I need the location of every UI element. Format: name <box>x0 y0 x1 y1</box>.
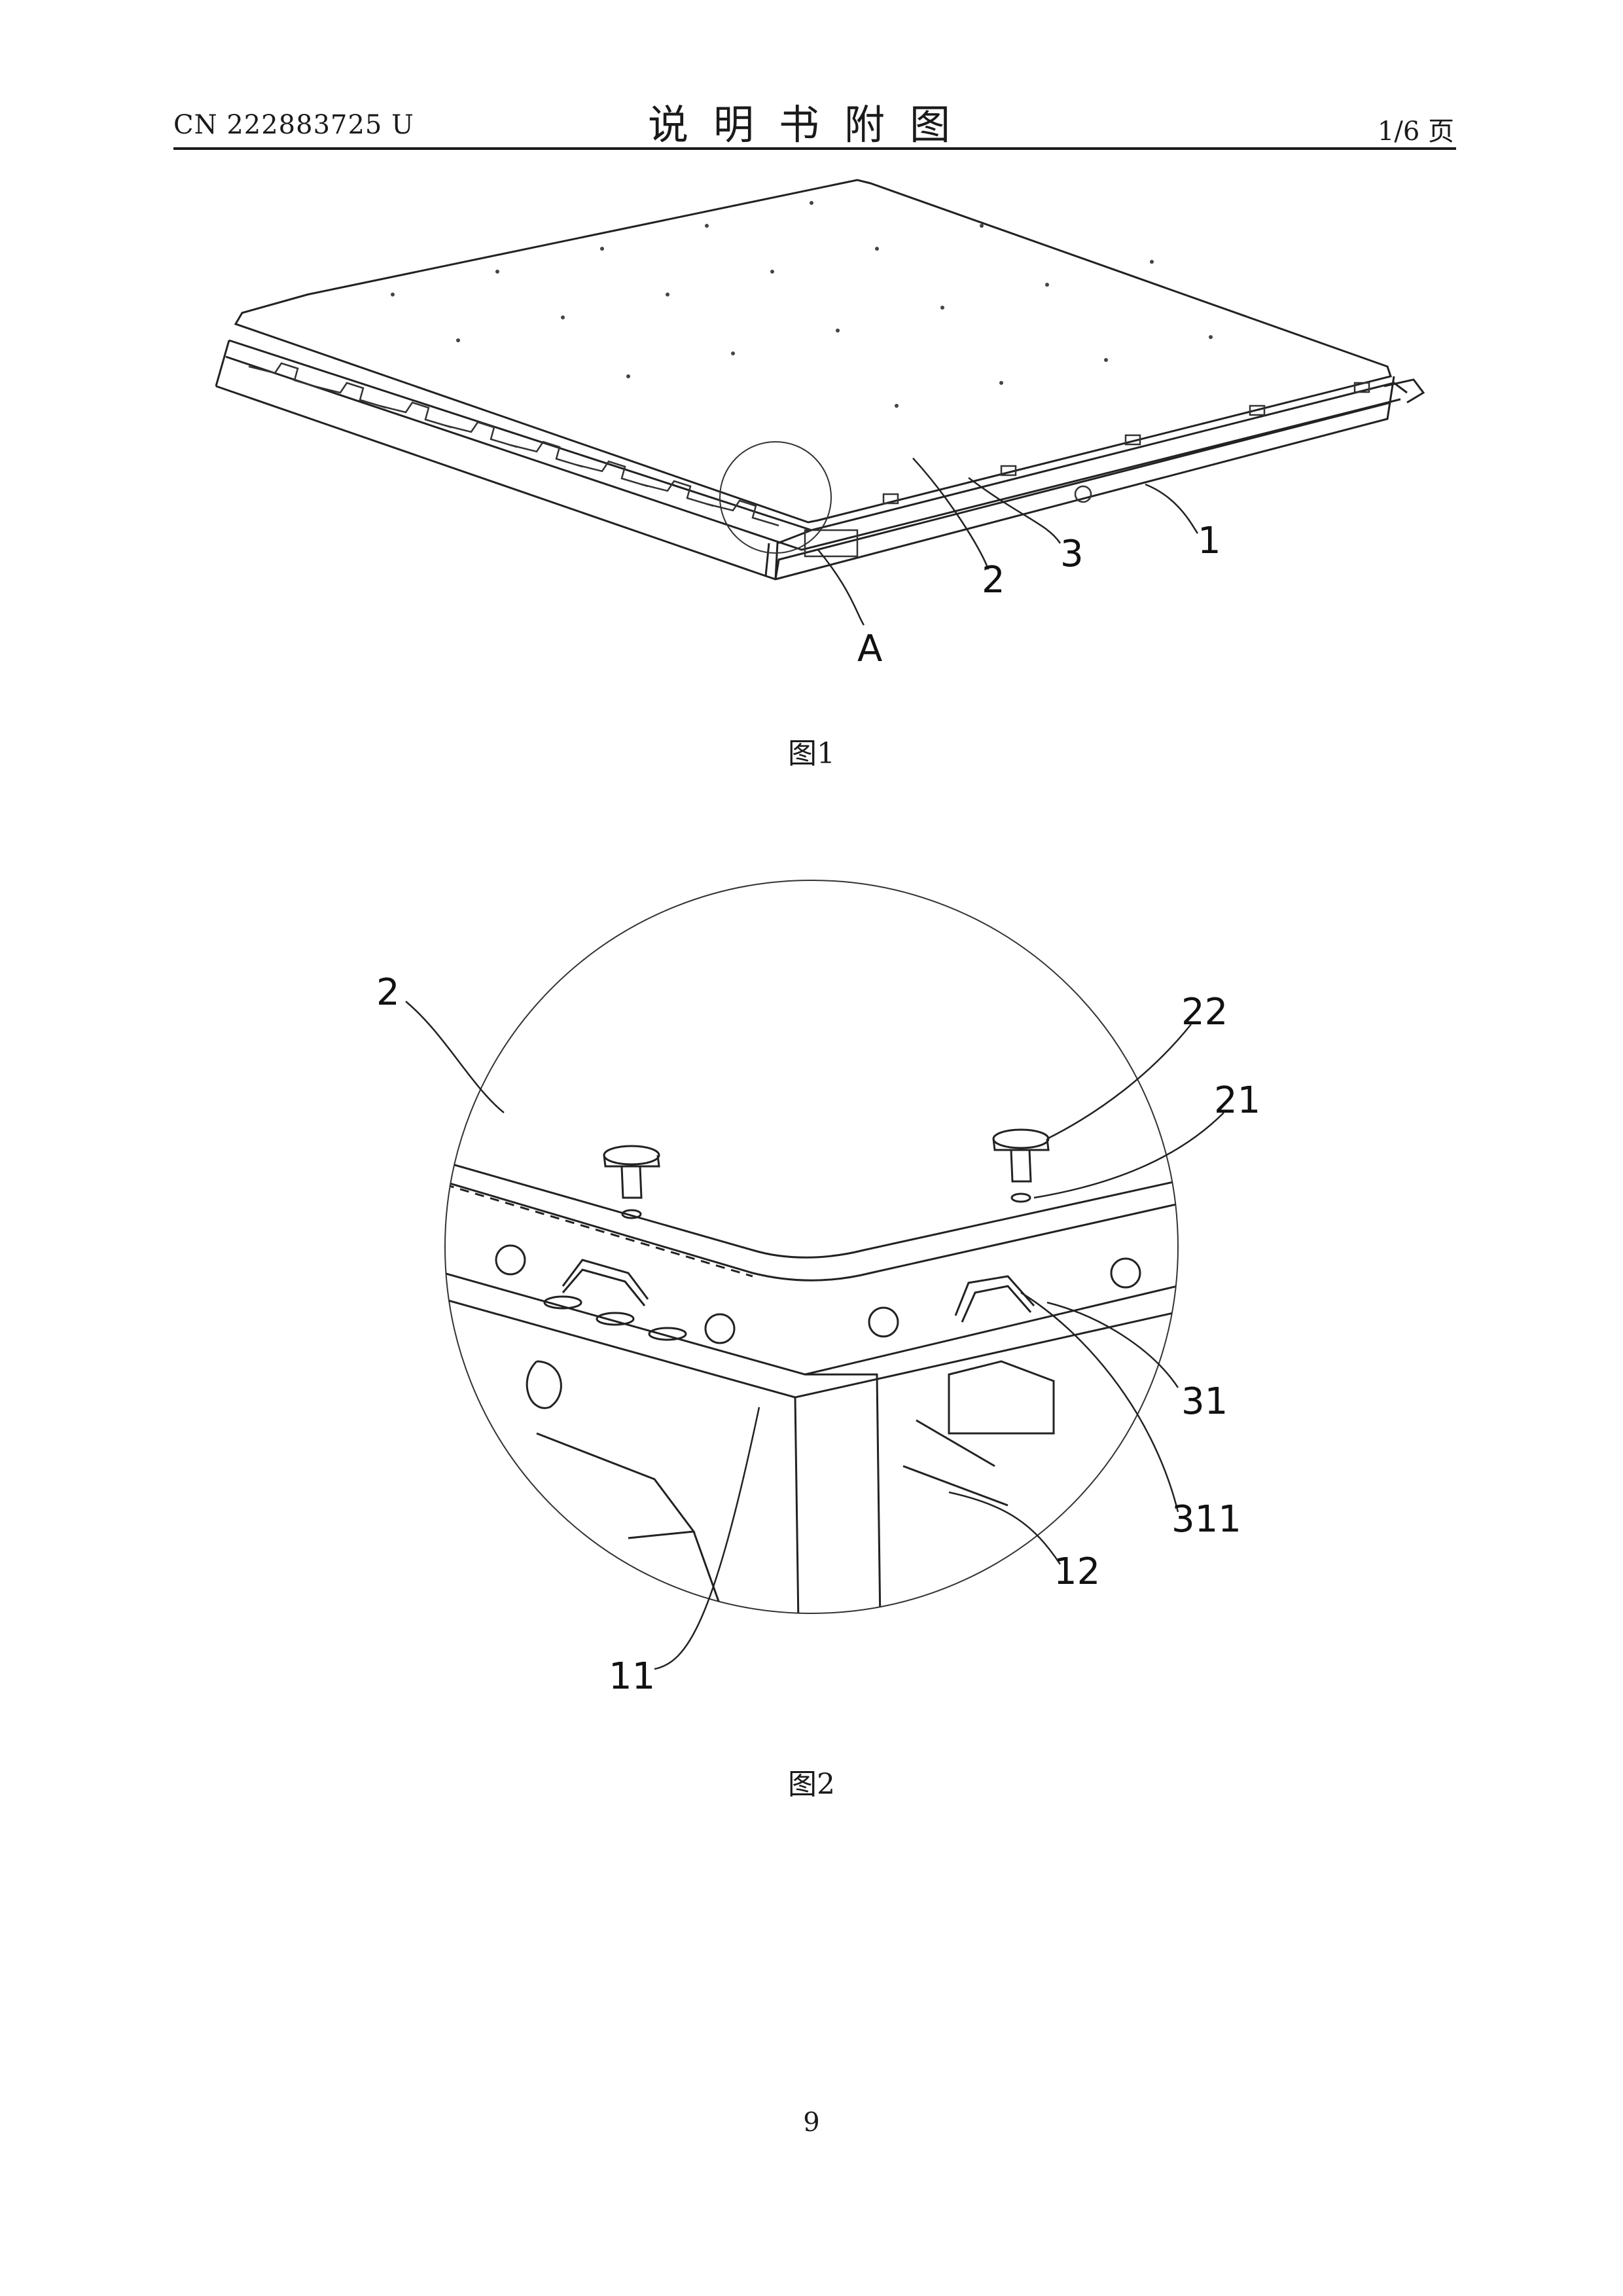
label-21: 21 <box>1214 1079 1260 1122</box>
figure-2-caption: 图2 <box>0 1761 1623 1803</box>
figure-2-drawing: 2 22 21 31 311 12 11 <box>0 0 1623 1767</box>
label-12: 12 <box>1054 1551 1100 1593</box>
label-11: 11 <box>609 1655 655 1698</box>
label-31: 31 <box>1181 1380 1228 1423</box>
label-2: 2 <box>376 971 400 1014</box>
label-311: 311 <box>1171 1498 1241 1541</box>
page-number: 9 <box>0 2108 1623 2138</box>
label-22: 22 <box>1181 991 1228 1033</box>
